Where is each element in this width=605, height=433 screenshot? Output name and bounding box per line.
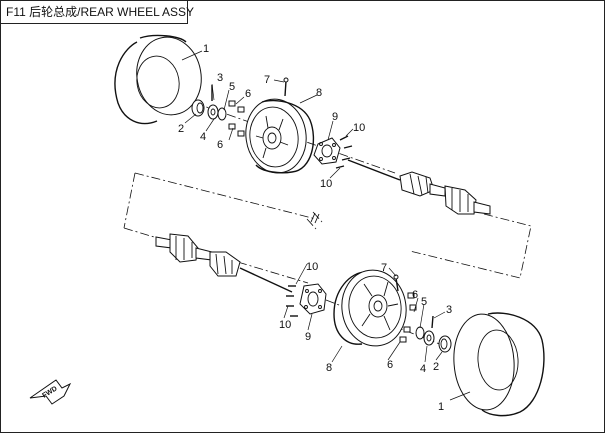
callout-10-upper-b: 10 (320, 178, 332, 190)
callout-6-upper-a: 6 (245, 88, 251, 100)
upper-castle-nut (207, 104, 219, 120)
lower-washer (415, 326, 425, 340)
upper-leader-lines (181, 50, 354, 179)
callout-8-upper: 8 (316, 87, 322, 99)
direction-arrow-icon: FWD (29, 379, 72, 405)
lower-valve-stem (393, 274, 399, 292)
callout-5-upper: 5 (229, 81, 235, 93)
callout-6-upper-b: 6 (217, 139, 223, 151)
callout-8-lower: 8 (326, 362, 332, 374)
upper-tire (114, 34, 202, 125)
callout-4-upper: 4 (200, 131, 206, 143)
upper-valve-stem (283, 77, 289, 97)
callout-2-lower: 2 (433, 361, 439, 373)
callout-7-lower: 7 (381, 262, 387, 274)
upper-washer (217, 107, 227, 121)
lower-cotter-pin (431, 315, 434, 329)
lower-tire (453, 312, 545, 417)
callout-10-upper-a: 10 (353, 122, 365, 134)
callout-6-lower-b: 6 (387, 359, 393, 371)
upper-wheel-hub (313, 137, 341, 165)
callout-2-upper: 2 (178, 123, 184, 135)
callout-3-upper: 3 (217, 72, 223, 84)
callout-4-lower: 4 (420, 363, 426, 375)
callout-1-lower: 1 (438, 401, 444, 413)
lower-wheel-nuts (399, 292, 417, 343)
lower-castle-nut (423, 330, 435, 346)
break-marks (310, 212, 320, 224)
upper-wheel-nuts (228, 100, 245, 137)
callout-5-lower: 5 (421, 296, 427, 308)
lower-drive-shaft (155, 233, 293, 293)
callout-9-lower: 9 (305, 331, 311, 343)
callout-6-lower-a: 6 (412, 289, 418, 301)
callout-9-upper: 9 (332, 111, 338, 123)
lower-assembly (155, 233, 545, 417)
callout-1-upper: 1 (203, 43, 209, 55)
upper-rim (245, 98, 315, 174)
lower-wheel-hub (299, 283, 327, 315)
diagram-title: F11 后轮总成/REAR WHEEL ASSY (0, 0, 194, 24)
lower-leader-lines (283, 263, 471, 401)
upper-hub-cap (191, 99, 205, 117)
upper-assembly (114, 34, 491, 215)
lower-hub-studs (286, 285, 298, 317)
callout-10-lower-b: 10 (279, 319, 291, 331)
callout-7-upper: 7 (264, 74, 270, 86)
callout-10-lower-a: 10 (306, 261, 318, 273)
upper-drive-shaft (347, 159, 491, 215)
upper-hub-studs (335, 135, 353, 169)
callout-3-lower: 3 (446, 304, 452, 316)
lower-hub-cap (438, 335, 452, 353)
lower-rim (333, 269, 407, 347)
